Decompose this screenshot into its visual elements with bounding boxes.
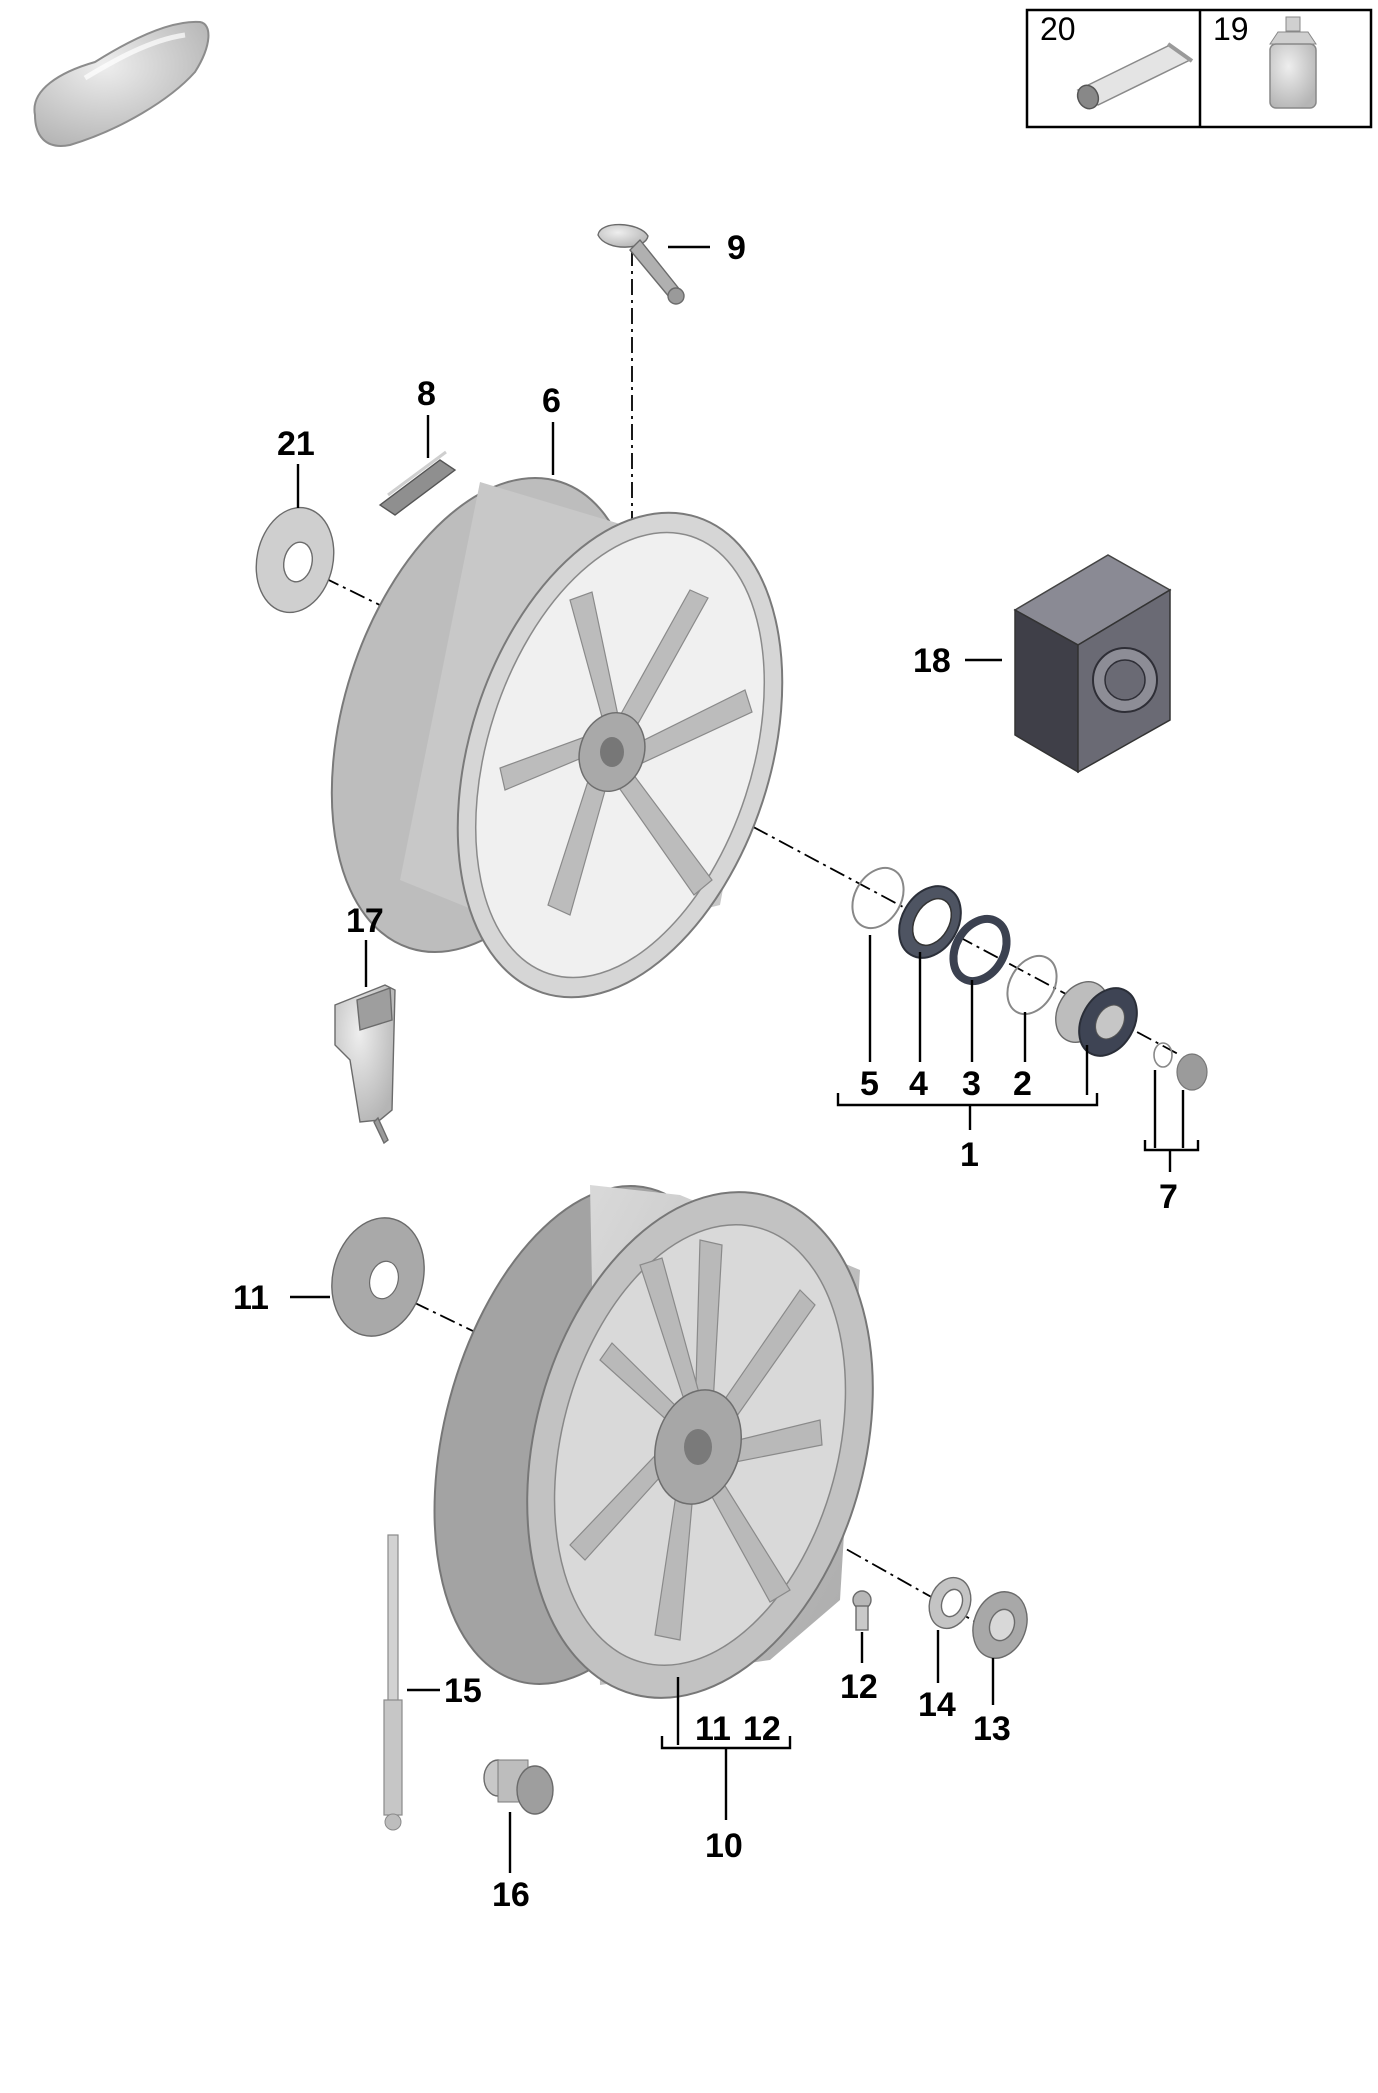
ring-3-part [949,915,1011,985]
callout-19: 19 [1213,11,1249,47]
spacer-plate-upper-part [255,506,335,614]
callout-9: 9 [727,229,746,267]
callout-4: 4 [909,1065,928,1103]
callout-labels: 9 8 6 21 18 17 5 4 3 2 1 7 11 12 14 13 1… [233,229,1178,1914]
callout-14: 14 [918,1686,956,1724]
callout-16: 16 [492,1876,530,1914]
upper-wheel-rim [330,477,784,999]
cover-cap-part [1153,1042,1208,1091]
callout-15: 15 [444,1672,482,1710]
callout-18: 18 [913,642,951,680]
leader-lines [290,245,1200,1873]
balance-weight-part [378,450,457,516]
o-ring-2-part [1006,954,1058,1016]
spacer-plate-lower-part [331,1217,425,1337]
callout-8: 8 [417,375,436,413]
mounting-bar-part [383,1534,403,1831]
callout-21: 21 [277,425,315,463]
tpms-sensor-part [597,223,685,305]
callout-12-kit: 12 [743,1710,781,1748]
seal-ring-4-part [898,885,962,959]
callout-2: 2 [1013,1065,1032,1103]
bolt-12-part [852,1590,872,1631]
central-lock-nut-part [1055,981,1138,1057]
sealant-bottle-icon [1269,16,1317,109]
callout-3: 3 [962,1065,981,1103]
callout-11-kit: 11 [695,1710,731,1748]
callout-10: 10 [705,1827,743,1865]
callout-6: 6 [542,382,561,420]
lower-wheel-assembly [433,1185,874,1699]
hub-nut-13-part [972,1591,1028,1659]
callout-17: 17 [346,902,384,940]
callout-5: 5 [860,1065,879,1103]
grease-tube-icon [1076,42,1194,110]
callout-11: 11 [233,1279,269,1317]
mounting-bracket-part [334,984,396,1145]
washer-14-part [928,1576,972,1630]
o-ring-5-part [851,866,905,930]
callout-1: 1 [960,1136,979,1174]
adapter-16-part [483,1759,554,1815]
control-module-part [1013,554,1172,774]
callout-20: 20 [1040,11,1076,47]
callout-12: 12 [840,1668,878,1706]
vehicle-icon [33,20,210,147]
callout-7: 7 [1159,1178,1178,1216]
consumables-box: 20 19 [1025,8,1373,129]
callout-13: 13 [973,1710,1011,1748]
